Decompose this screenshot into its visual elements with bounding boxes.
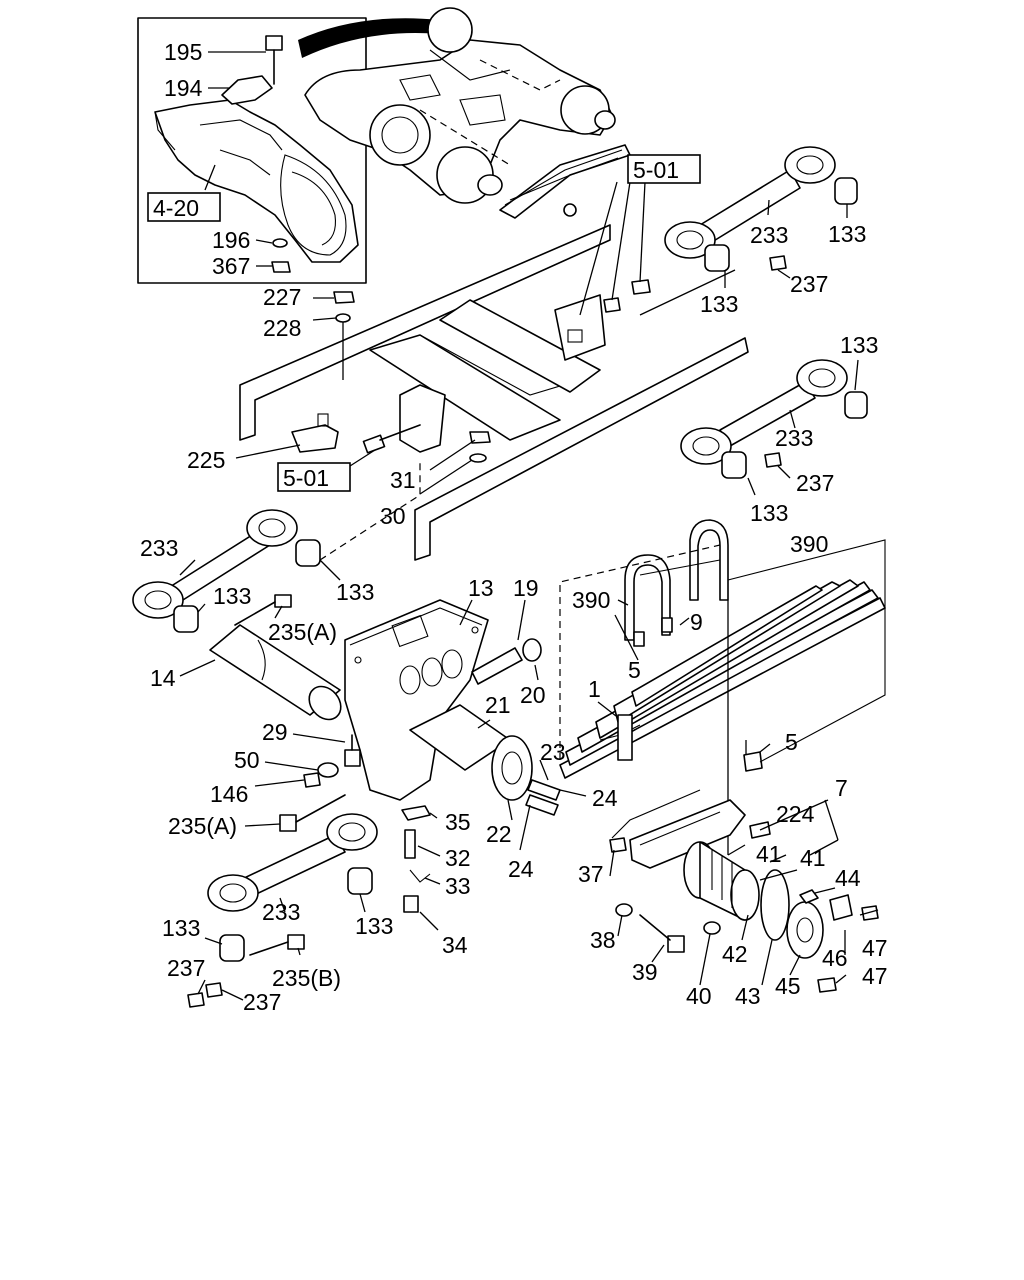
torque-rod-lower-left xyxy=(187,813,378,1008)
label-42: 42 xyxy=(722,941,748,967)
label-233-left: 233 xyxy=(140,535,178,561)
label-29: 29 xyxy=(262,719,288,745)
label-21: 21 xyxy=(485,692,511,718)
label-233-lower-left: 233 xyxy=(262,899,300,925)
label-233-mid-right: 233 xyxy=(775,425,813,451)
label-237-mid: 237 xyxy=(796,470,834,496)
label-4-20: 4-20 xyxy=(153,195,199,221)
label-133-mid-right: 133 xyxy=(840,332,878,358)
spring-pins xyxy=(519,544,721,851)
label-235a-top: 235(A) xyxy=(268,619,337,645)
label-133-mid-lower: 133 xyxy=(750,500,788,526)
trunnion-bracket xyxy=(344,599,542,821)
label-44: 44 xyxy=(835,865,861,891)
label-228: 228 xyxy=(263,315,301,341)
label-225: 225 xyxy=(187,447,225,473)
label-22: 22 xyxy=(486,821,512,847)
label-5-01-mid: 5-01 xyxy=(283,465,329,491)
label-237-top: 237 xyxy=(790,271,828,297)
label-133-lower-mid: 133 xyxy=(355,913,393,939)
label-33: 33 xyxy=(445,873,471,899)
label-30: 30 xyxy=(380,503,406,529)
label-50: 50 xyxy=(234,747,260,773)
label-41-right: 41 xyxy=(800,845,826,871)
label-5-01-top: 5-01 xyxy=(633,157,679,183)
label-24-upper: 24 xyxy=(592,785,618,811)
label-38: 38 xyxy=(590,927,616,953)
label-233-top-right: 233 xyxy=(750,222,788,248)
label-31: 31 xyxy=(390,467,416,493)
torque-rod-middle-right xyxy=(680,359,868,496)
label-5-left: 5 xyxy=(628,657,641,683)
label-41-left: 41 xyxy=(756,841,782,867)
label-1: 1 xyxy=(588,676,601,702)
label-13: 13 xyxy=(468,575,494,601)
label-47-upper: 47 xyxy=(862,935,888,961)
label-32: 32 xyxy=(445,845,471,871)
label-390-top: 390 xyxy=(790,531,828,557)
label-35: 35 xyxy=(445,809,471,835)
axle-housing-inset xyxy=(137,17,367,284)
torque-rod-left xyxy=(132,460,421,633)
label-20: 20 xyxy=(520,682,546,708)
label-227: 227 xyxy=(263,284,301,310)
label-146: 146 xyxy=(210,781,248,807)
label-5-right: 5 xyxy=(785,729,798,755)
label-235a-bottom: 235(A) xyxy=(168,813,237,839)
label-133-top-mid: 133 xyxy=(700,291,738,317)
callout-labels: 195 194 4-20 196 367 227 228 225 5-01 5-… xyxy=(140,39,888,1015)
label-47-lower: 47 xyxy=(862,963,888,989)
label-9: 9 xyxy=(690,609,703,635)
label-19: 19 xyxy=(513,575,539,601)
ref-box-5-01-mid xyxy=(277,462,351,492)
label-235b: 235(B) xyxy=(272,965,341,991)
label-133-lower-left: 133 xyxy=(162,915,200,941)
ref-box-4-20 xyxy=(147,192,221,222)
label-46: 46 xyxy=(822,945,848,971)
label-237-lower-left: 237 xyxy=(167,955,205,981)
label-43: 43 xyxy=(735,983,761,1009)
label-390-left: 390 xyxy=(572,587,610,613)
tandem-axle-assembly xyxy=(304,7,631,219)
label-133-top-right: 133 xyxy=(828,221,866,247)
label-14: 14 xyxy=(150,665,176,691)
torque-rod-upper-right xyxy=(639,146,858,316)
label-45: 45 xyxy=(775,973,801,999)
label-196: 196 xyxy=(212,227,250,253)
label-7: 7 xyxy=(835,775,848,801)
chassis-frame xyxy=(235,181,749,561)
label-224: 224 xyxy=(776,801,815,827)
label-133-left-right: 133 xyxy=(336,579,374,605)
label-39: 39 xyxy=(632,959,658,985)
lower-left-hardware xyxy=(244,733,441,931)
label-40: 40 xyxy=(686,983,712,1009)
label-367: 367 xyxy=(212,253,250,279)
label-133-left: 133 xyxy=(213,583,251,609)
spring-seat-hub xyxy=(609,789,879,993)
cross-shaft xyxy=(179,624,342,721)
ref-box-5-01-top xyxy=(627,154,701,184)
label-24-lower: 24 xyxy=(508,856,534,882)
label-195: 195 xyxy=(164,39,202,65)
label-194: 194 xyxy=(164,75,203,101)
label-34: 34 xyxy=(442,932,468,958)
label-37: 37 xyxy=(578,861,604,887)
label-23: 23 xyxy=(540,739,566,765)
label-237-lower-right: 237 xyxy=(243,989,281,1015)
callout-arrow-icon xyxy=(298,18,440,58)
